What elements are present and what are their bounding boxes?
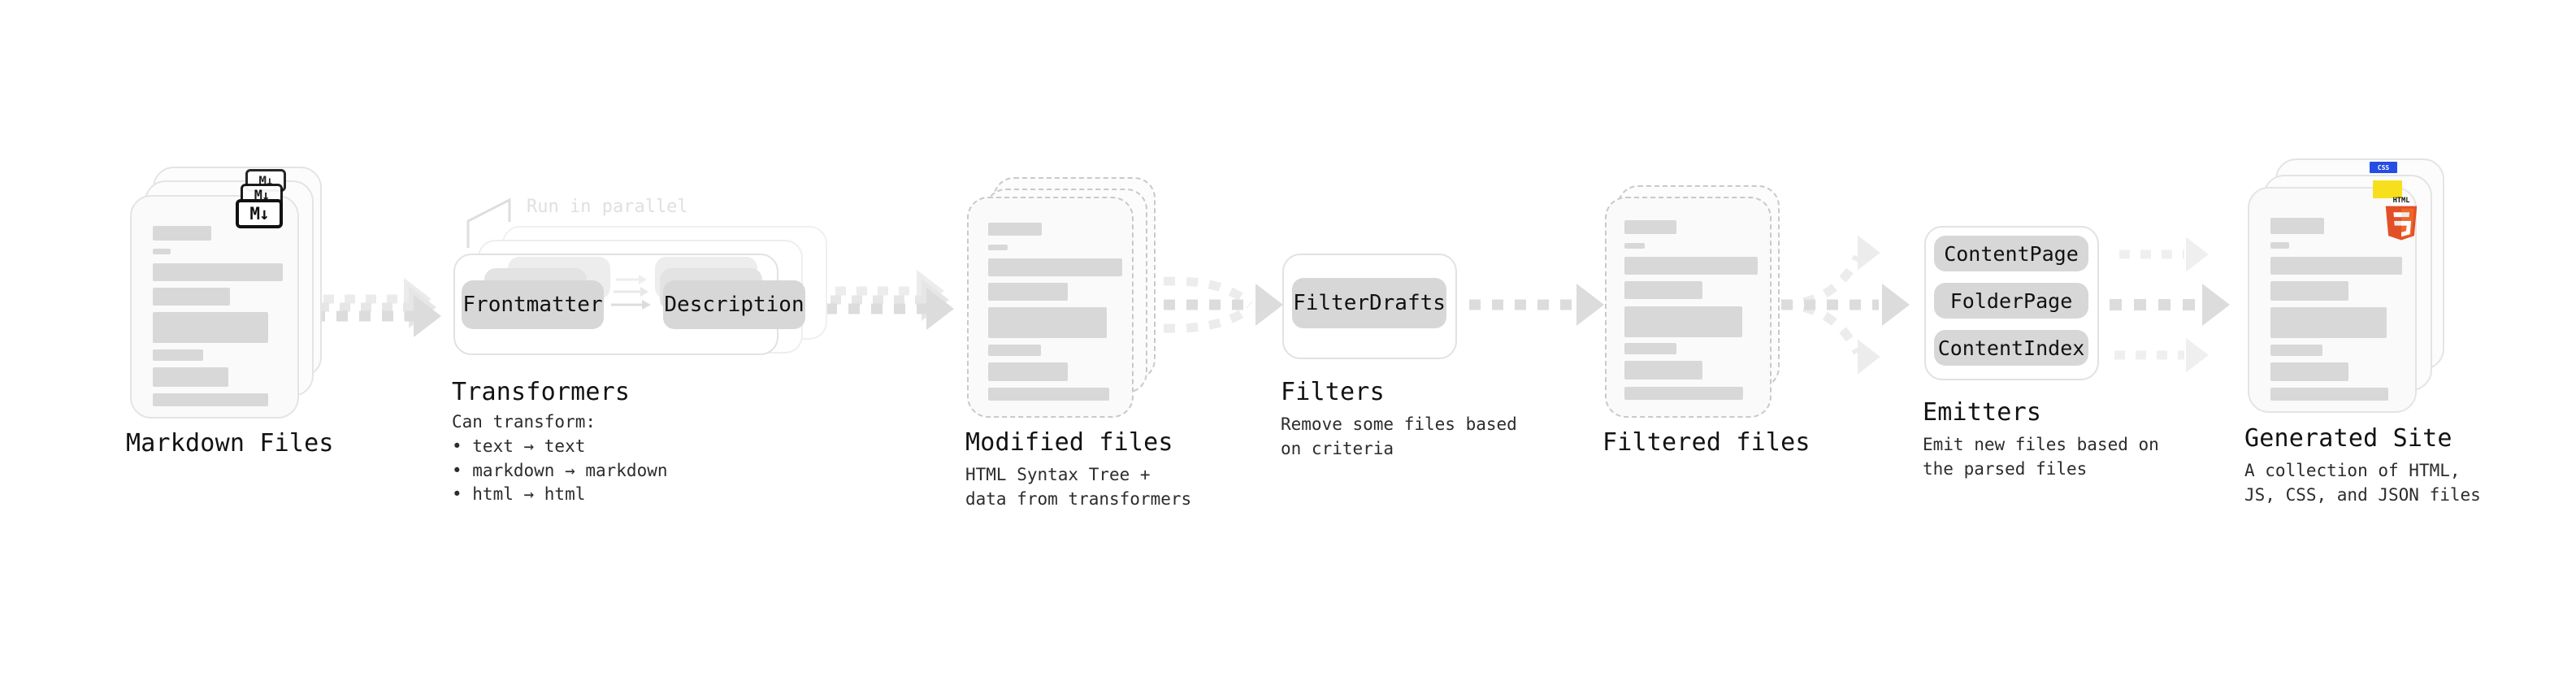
modified-files-title: Modified files (965, 428, 1173, 457)
emitter-chip-contentpage-label: ContentPage (1944, 241, 2079, 266)
markdown-icon-label: M↓ (249, 204, 269, 223)
emitter-chip-contentindex[interactable]: ContentIndex (1934, 330, 2088, 366)
filters-title: Filters (1281, 378, 1385, 406)
arrow-modified-to-filters (1141, 276, 1283, 333)
arrow-markdown-to-transformers (314, 278, 441, 337)
arrow-transformers-to-modified (826, 270, 954, 330)
emitters-subtitle: Emit new files based on the parsed files (1923, 435, 2159, 479)
generated-site-title: Generated Site (2244, 424, 2452, 453)
filtered-files-title: Filtered files (1602, 428, 1811, 457)
css-icon: CSS (2370, 162, 2397, 173)
filtered-card-front (1605, 197, 1772, 418)
transformers-subtitle: Can transform: • text → text • markdown … (452, 412, 668, 505)
modified-card-front (967, 197, 1134, 418)
arrow-emitters-to-site (2110, 236, 2230, 373)
run-in-parallel-label: Run in parallel (527, 197, 688, 217)
js-icon (2373, 180, 2402, 198)
html5-icon: HTML (2381, 195, 2422, 242)
filter-chip-filterdrafts[interactable]: FilterDrafts (1292, 278, 1446, 328)
emitter-chip-folderpage-label: FolderPage (1949, 288, 2073, 313)
emitter-chip-folderpage[interactable]: FolderPage (1934, 283, 2088, 319)
transformers-title: Transformers (452, 378, 631, 406)
filter-chip-filterdrafts-label: FilterDrafts (1293, 291, 1446, 315)
emitter-chip-contentpage[interactable]: ContentPage (1934, 236, 2088, 271)
transformer-chip-description-label: Description (664, 293, 804, 317)
transformer-chip-description[interactable]: Description (663, 280, 805, 329)
emitter-chip-contentindex-label: ContentIndex (1937, 336, 2085, 360)
markdown-icon: M↓ (236, 199, 283, 228)
arrow-filters-to-filtered (1469, 284, 1604, 326)
arrow-filtered-to-emitters (1780, 235, 1910, 375)
transformer-chip-frontmatter-label: Frontmatter (462, 293, 603, 317)
css-icon-label: CSS (2377, 163, 2390, 171)
modified-files-subtitle: HTML Syntax Tree + data from transformer… (965, 465, 1192, 509)
generated-site-subtitle: A collection of HTML, JS, CSS, and JSON … (2244, 461, 2481, 505)
transformer-chip-frontmatter[interactable]: Frontmatter (462, 280, 604, 329)
markdown-card-front (130, 195, 299, 419)
markdown-files-title: Markdown Files (126, 429, 334, 458)
svg-text:HTML: HTML (2393, 197, 2410, 205)
filters-subtitle: Remove some files based on criteria (1281, 414, 1517, 458)
emitters-title: Emitters (1923, 398, 2042, 427)
